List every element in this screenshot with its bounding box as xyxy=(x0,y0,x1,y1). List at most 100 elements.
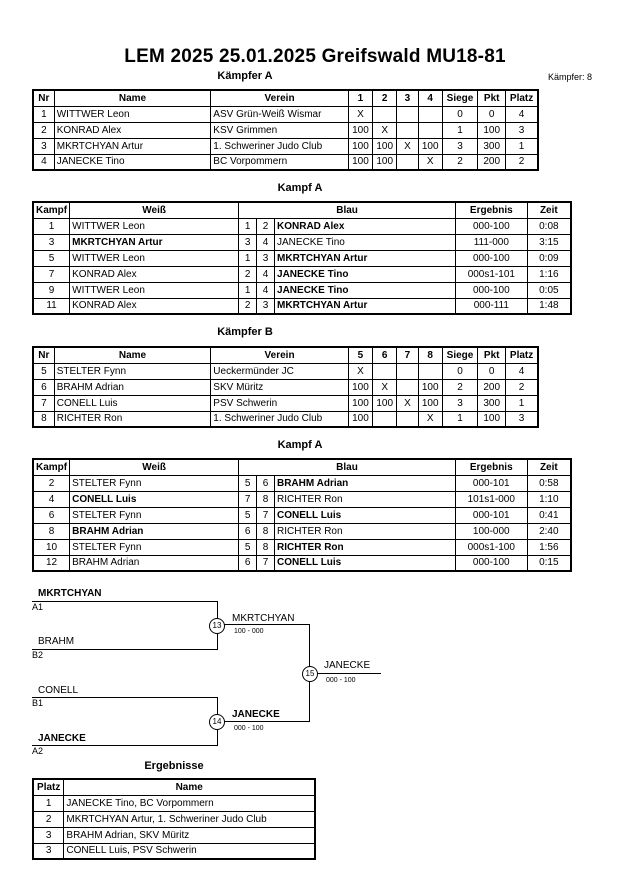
col-header: Nr xyxy=(32,346,55,364)
fighter-wins: 0 xyxy=(441,105,479,123)
fight-number: 10 xyxy=(32,538,71,556)
fighter-name: KONRAD Alex xyxy=(53,121,212,139)
bracket-s2-top-name: CONELL xyxy=(38,685,79,696)
fighter-name: WITTWER Leon xyxy=(53,105,212,123)
score-cell: 100 xyxy=(417,394,443,412)
score-cell xyxy=(396,410,419,428)
score-cell xyxy=(417,105,443,123)
fight-blue: JANECKE Tino xyxy=(274,233,456,251)
score-cell: 100 xyxy=(372,137,398,155)
bracket-line xyxy=(32,697,218,698)
col-header: Pkt xyxy=(477,89,507,107)
fighter-club: ASV Grün-Weiß Wismar xyxy=(210,105,349,123)
score-cell: X xyxy=(372,121,398,139)
fight-white-nr: 5 xyxy=(238,506,258,524)
fight-white-nr: 2 xyxy=(238,297,258,315)
fight-blue-nr: 8 xyxy=(256,538,275,556)
col-header: 4 xyxy=(417,89,443,107)
kampf-b-title: Kampf A xyxy=(277,439,323,451)
fight-blue: RICHTER Ron xyxy=(273,490,456,508)
fight-blue-nr: 4 xyxy=(256,265,276,283)
col-header: Zeit xyxy=(526,201,572,219)
col-header: 6 xyxy=(372,346,398,364)
match-14-score: 000 - 100 xyxy=(234,725,264,732)
col-header: Ergebnis xyxy=(454,201,528,219)
fighter-name: STELTER Fynn xyxy=(53,362,212,380)
fight-number: 1 xyxy=(32,217,71,235)
fighter-nr: 3 xyxy=(32,137,55,155)
pool-a-title: Kämpfer A xyxy=(217,70,273,82)
col-header: Blau xyxy=(238,201,456,219)
fight-white-nr: 3 xyxy=(238,233,258,251)
score-cell: 100 xyxy=(417,378,443,396)
fighter-place: 2 xyxy=(505,153,539,171)
fight-blue-nr: 7 xyxy=(256,506,275,524)
score-cell: 100 xyxy=(347,137,374,155)
match-14-winner: JANECKE xyxy=(232,709,280,720)
col-header: Pkt xyxy=(477,346,507,364)
fight-result: 000-100 xyxy=(454,281,528,299)
bracket-s1-bot-name: BRAHM xyxy=(38,636,75,647)
fight-result: 000-101 xyxy=(454,506,528,524)
col-header: Kampf xyxy=(32,201,71,219)
bracket-line xyxy=(217,624,310,625)
fight-white-nr: 6 xyxy=(238,554,258,572)
fight-time: 1:16 xyxy=(526,265,572,283)
col-header: 1 xyxy=(347,89,374,107)
score-cell: 100 xyxy=(372,394,398,412)
fight-number: 9 xyxy=(32,281,71,299)
bracket-line xyxy=(217,721,310,722)
col-header: Platz xyxy=(505,346,539,364)
score-cell xyxy=(417,121,443,139)
bracket-line xyxy=(32,601,218,602)
col-header: Nr xyxy=(32,89,55,107)
fight-blue: BRAHM Adrian xyxy=(273,474,456,492)
fight-white: STELTER Fynn xyxy=(69,538,240,556)
match-14-badge: 14 xyxy=(209,714,225,730)
score-cell: 100 xyxy=(372,153,398,171)
fighter-points: 200 xyxy=(477,378,507,396)
fight-number: 11 xyxy=(32,297,71,315)
bracket-line xyxy=(309,673,381,674)
col-header: Platz xyxy=(505,89,539,107)
score-cell: X xyxy=(417,410,443,428)
score-cell: X xyxy=(417,153,443,171)
result-name: MKRTCHYAN Artur, 1. Schweriner Judo Club xyxy=(63,810,316,828)
fight-time: 0:15 xyxy=(526,554,572,572)
fight-white: MKRTCHYAN Artur xyxy=(69,233,240,251)
fighter-wins: 2 xyxy=(441,378,479,396)
col-header: Platz xyxy=(32,778,65,796)
col-header: Zeit xyxy=(526,458,572,476)
fighter-count: Kämpfer: 8 xyxy=(548,72,593,82)
fight-result: 111-000 xyxy=(454,233,528,251)
fighter-place: 1 xyxy=(505,394,539,412)
fight-blue-nr: 2 xyxy=(256,217,276,235)
col-header: Kampf xyxy=(32,458,71,476)
score-cell xyxy=(372,410,398,428)
fight-result: 000-100 xyxy=(454,249,528,267)
fighter-place: 1 xyxy=(505,137,539,155)
fight-time: 2:40 xyxy=(526,522,572,540)
fight-white-nr: 6 xyxy=(238,522,258,540)
result-place: 3 xyxy=(32,842,65,860)
fight-white: BRAHM Adrian xyxy=(69,522,240,540)
fight-blue-nr: 8 xyxy=(256,490,275,508)
col-header: Weiß xyxy=(69,201,240,219)
fighter-place: 3 xyxy=(505,410,539,428)
fight-blue-nr: 3 xyxy=(256,297,276,315)
fight-white-nr: 2 xyxy=(238,265,258,283)
